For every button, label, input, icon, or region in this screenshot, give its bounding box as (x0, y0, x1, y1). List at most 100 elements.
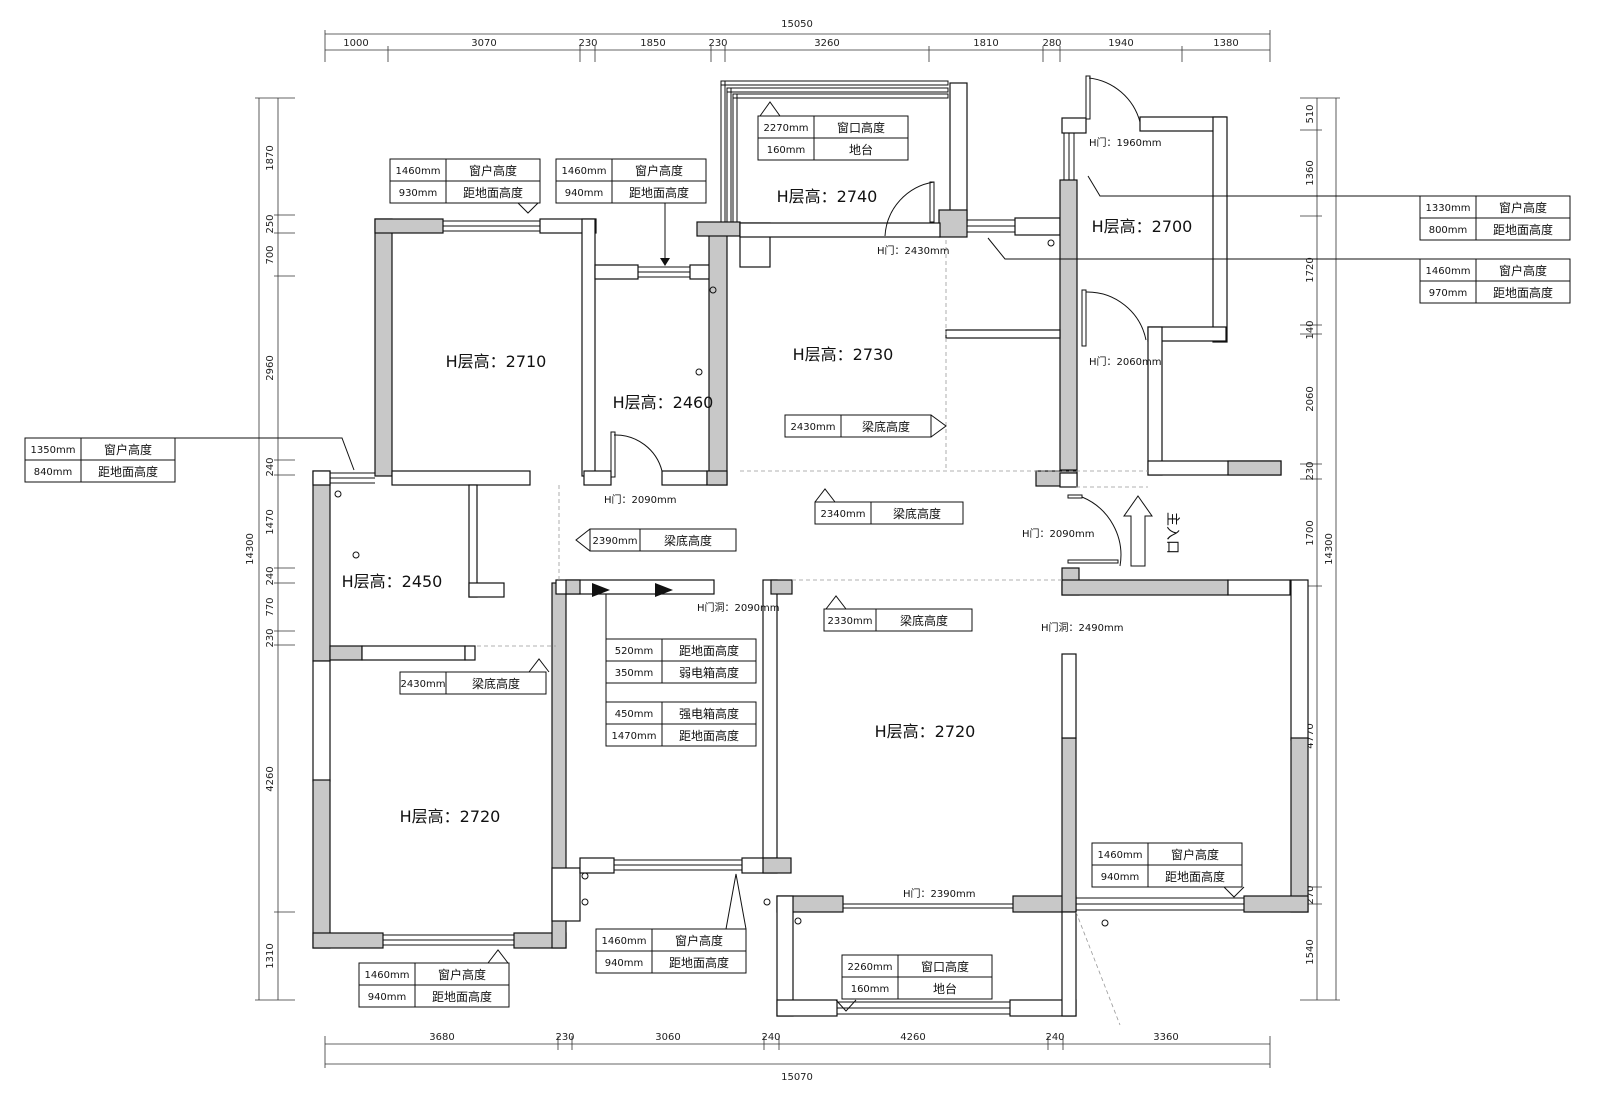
wall-segment (1243, 895, 1309, 913)
svg-text:地台: 地台 (849, 142, 873, 157)
door-notes: H门：1960mm H门：2430mm H门：2060mm H门：2090mm … (604, 136, 1161, 900)
wall-segment (1061, 117, 1087, 134)
svg-text:距地面高度: 距地面高度 (1493, 285, 1553, 300)
dim-top-9: 1940 (1108, 38, 1133, 49)
svg-text:1460mm: 1460mm (396, 166, 441, 177)
svg-text:2330mm: 2330mm (828, 616, 873, 627)
wall-segment (1061, 579, 1229, 596)
svg-text:840mm: 840mm (34, 467, 73, 478)
spec-table: 1460mm 窗户高度 940mm 距地面高度 (555, 158, 707, 204)
wall-segment (1014, 217, 1061, 236)
dim-right-10: 1540 (1305, 939, 1316, 964)
svg-text:2390mm: 2390mm (593, 536, 638, 547)
svg-text:800mm: 800mm (1429, 225, 1468, 236)
beam-table: 2340mm 梁底高度 (814, 501, 964, 525)
svg-text:2260mm: 2260mm (848, 962, 893, 973)
door-note: H门洞：2490mm (1041, 621, 1123, 634)
wall-segment (1147, 326, 1163, 476)
svg-text:1470mm: 1470mm (612, 731, 657, 742)
svg-text:1460mm: 1460mm (1098, 850, 1143, 861)
spec-table: 1460mm 窗户高度 970mm 距地面高度 (1419, 258, 1571, 304)
wall-segment (468, 484, 478, 598)
spec-tables: 1460mm 窗户高度 930mm 距地面高度 1460mm 窗户高度 940m… (24, 101, 1571, 1012)
wall-segment (374, 218, 444, 234)
beam-table: 2390mm 梁底高度 (589, 528, 737, 552)
door-note: H门：1960mm (1089, 136, 1161, 149)
left-dimensions: 1870 250 700 2960 240 1470 240 770 230 4… (245, 97, 295, 1001)
top-dimensions: 15050 1000 3070 230 1850 230 3260 1810 2… (324, 19, 1271, 62)
dim-right-3: 1720 (1305, 257, 1316, 282)
door-note: H门：2390mm (903, 887, 975, 900)
dim-top-3: 230 (578, 38, 597, 49)
room-label-2710: H层高：2710 (446, 352, 547, 371)
svg-text:窗口高度: 窗口高度 (837, 120, 885, 135)
svg-text:窗户高度: 窗户高度 (1499, 200, 1547, 215)
svg-text:强电箱高度: 强电箱高度 (679, 706, 739, 721)
svg-text:1460mm: 1460mm (365, 970, 410, 981)
wall-segment (565, 579, 581, 595)
dim-top-total: 15050 (781, 19, 813, 30)
wall-segment (739, 222, 941, 238)
wall-segment (770, 579, 793, 595)
wall-segment (762, 579, 778, 859)
svg-text:窗户高度: 窗户高度 (104, 442, 152, 457)
wall-segment (312, 470, 331, 486)
spec-table: 2260mm 窗口高度 160mm 地台 (841, 954, 993, 1000)
svg-text:1330mm: 1330mm (1426, 203, 1471, 214)
beam-lines (477, 240, 1148, 1026)
room-label-2700: H层高：2700 (1092, 217, 1193, 236)
dim-right-6: 230 (1305, 461, 1316, 480)
svg-text:160mm: 160mm (851, 984, 890, 995)
bottom-dimensions: 3680 230 3060 240 4260 240 3360 15070 (324, 1032, 1271, 1083)
svg-text:窗户高度: 窗户高度 (675, 933, 723, 948)
door-note: H门：2090mm (1022, 527, 1094, 540)
room-label-2730: H层高：2730 (793, 345, 894, 364)
svg-text:距地面高度: 距地面高度 (463, 185, 523, 200)
spec-table: 1330mm 窗户高度 800mm 距地面高度 (1419, 195, 1571, 241)
svg-text:梁底高度: 梁底高度 (862, 419, 910, 434)
svg-text:1460mm: 1460mm (1426, 266, 1471, 277)
wall-segment (464, 645, 476, 661)
dim-top-1: 1000 (343, 38, 368, 49)
dim-left-10: 4260 (265, 766, 276, 791)
door-note: H门：2430mm (877, 244, 949, 257)
wall-segment (312, 779, 331, 949)
wall-segment (776, 895, 794, 1017)
wall-segment (776, 999, 838, 1017)
dim-left-total: 14300 (245, 533, 256, 565)
svg-text:梁底高度: 梁底高度 (472, 676, 520, 691)
svg-text:梁底高度: 梁底高度 (893, 506, 941, 521)
dim-right-5: 2060 (1305, 386, 1316, 411)
dim-top-7: 1810 (973, 38, 998, 49)
dim-right-8: 4770 (1305, 723, 1316, 748)
wall-segment (551, 867, 581, 922)
dim-right-2: 1360 (1305, 160, 1316, 185)
wall-segment (361, 645, 466, 661)
dim-bottom-7: 3360 (1153, 1032, 1178, 1043)
wall-segment (579, 857, 615, 874)
wall-segment (374, 218, 393, 477)
dim-left-6: 1470 (265, 509, 276, 534)
room-label-2450: H层高：2450 (342, 572, 443, 591)
dim-bottom-5: 4260 (900, 1032, 925, 1043)
svg-text:窗口高度: 窗口高度 (921, 959, 969, 974)
svg-text:梁底高度: 梁底高度 (664, 533, 712, 548)
beam-table: 2430mm 梁底高度 (784, 414, 932, 438)
dim-left-7: 240 (265, 566, 276, 585)
wall-segment (945, 329, 1061, 339)
door-note: H门：2090mm (604, 493, 676, 506)
dim-bottom-6: 240 (1045, 1032, 1064, 1043)
dim-left-9: 230 (265, 628, 276, 647)
dim-left-3: 700 (265, 245, 276, 264)
svg-text:450mm: 450mm (615, 709, 654, 720)
wall-segment (696, 221, 741, 237)
dim-right-4: 140 (1305, 320, 1316, 339)
dim-right-total: 14300 (1324, 533, 1335, 565)
dim-top-2: 3070 (471, 38, 496, 49)
dim-bottom-3: 3060 (655, 1032, 680, 1043)
entrance-arrow-icon (1123, 495, 1153, 567)
svg-text:距地面高度: 距地面高度 (1165, 869, 1225, 884)
svg-text:2430mm: 2430mm (401, 679, 446, 690)
svg-text:窗户高度: 窗户高度 (1171, 847, 1219, 862)
